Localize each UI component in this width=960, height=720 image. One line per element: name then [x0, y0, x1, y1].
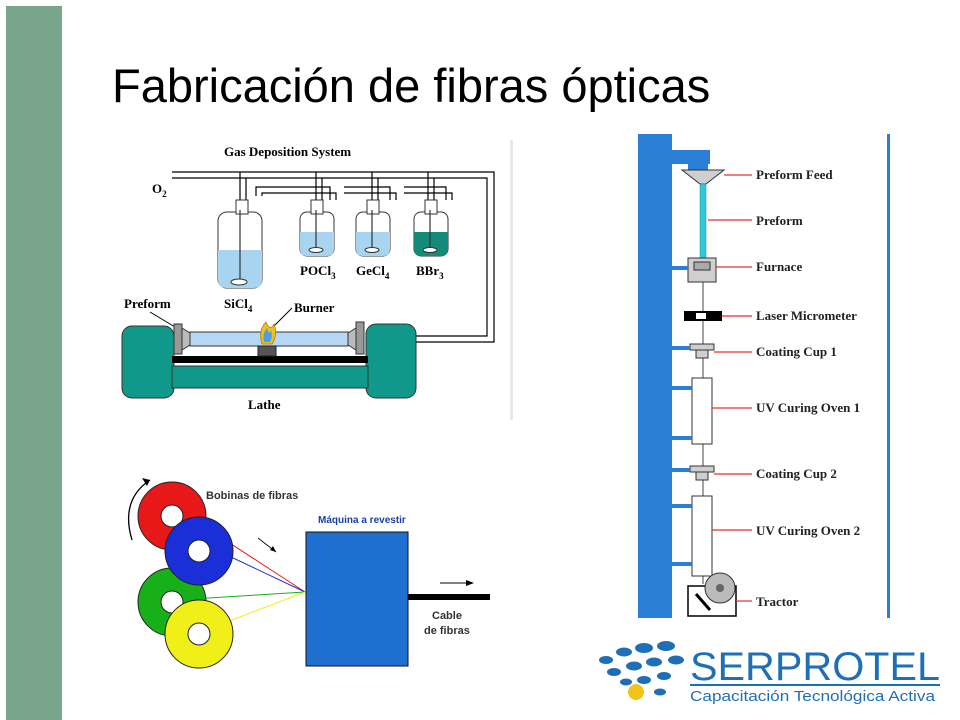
- tower-label-uv-oven-2: UV Curing Oven 2: [756, 523, 860, 538]
- bottle-gecl4: [355, 199, 391, 257]
- tower-label-tractor: Tractor: [756, 594, 799, 609]
- preform-rod: [699, 183, 707, 259]
- coating-cup-1-part: [689, 343, 715, 351]
- label-bbr3: BBr3: [416, 263, 444, 281]
- label-pocl3: POCl3: [300, 263, 336, 281]
- logo-accent-dot: [628, 684, 644, 700]
- bottle-pocl3: [299, 199, 335, 257]
- label-lathe: Lathe: [248, 397, 281, 412]
- spools-label: Bobinas de fibras: [206, 490, 298, 502]
- tower-right-edge: [887, 134, 890, 618]
- logo-dots-icon: [599, 641, 684, 696]
- bottle-bbr3: [413, 199, 449, 257]
- tower-label-coating-cup-2: Coating Cup 2: [756, 466, 837, 481]
- machine-label: Máquina a revestir: [318, 515, 406, 526]
- serprotel-logo: SERPROTEL Capacitación Tecnológica Activ…: [599, 641, 940, 705]
- coating-machine: [305, 531, 409, 667]
- label-burner: Burner: [294, 300, 335, 315]
- label-sicl4: SiCl4: [224, 296, 253, 314]
- tower-label-preform-feed: Preform Feed: [756, 167, 833, 182]
- cable-label-2: de fibras: [424, 625, 470, 637]
- bottle-sicl4: [217, 199, 263, 289]
- burner-leader: [271, 307, 293, 329]
- gas-system-title: Gas Deposition System: [224, 144, 351, 159]
- uv-oven-2-part: [691, 495, 713, 577]
- draw-tower-diagram: Preform Feed Preform Furnace Laser Micro…: [638, 134, 890, 618]
- tower-label-laser-micrometer: Laser Micrometer: [756, 308, 857, 323]
- preform-feed-part: [680, 169, 726, 185]
- gas-deposition-diagram: Gas Deposition System O2: [121, 140, 513, 420]
- cable-output: [408, 594, 490, 600]
- label-gecl4: GeCl4: [356, 263, 390, 281]
- spool-yellow: [164, 599, 234, 669]
- gas-lines: [172, 171, 495, 343]
- tower-label-uv-oven-1: UV Curing Oven 1: [756, 400, 860, 415]
- side-accent-bar: [6, 6, 62, 720]
- slide-title: Fabricación de fibras ópticas: [112, 59, 711, 112]
- lathe-machine: [121, 321, 417, 399]
- label-preform-lathe: Preform: [124, 296, 171, 311]
- rotation-arrow: [128, 479, 151, 541]
- cable-label-1: Cable: [432, 610, 462, 622]
- logo-tagline: Capacitación Tecnológica Activa: [690, 688, 936, 705]
- logo-name: SERPROTEL: [690, 645, 940, 689]
- o2-label: O2: [152, 181, 167, 199]
- coating-cup-2-part: [689, 465, 715, 473]
- tower-column: [638, 134, 672, 618]
- cabling-diagram: Bobinas de fibras Máquina a revestir Cab…: [128, 478, 490, 669]
- panel-edge: [510, 140, 513, 420]
- tower-leaders: [708, 174, 752, 602]
- spool-blue: [164, 516, 234, 586]
- uv-oven-1-part: [691, 377, 713, 445]
- tower-label-furnace: Furnace: [756, 259, 802, 274]
- tower-label-coating-cup-1: Coating Cup 1: [756, 344, 837, 359]
- tower-label-preform: Preform: [756, 213, 803, 228]
